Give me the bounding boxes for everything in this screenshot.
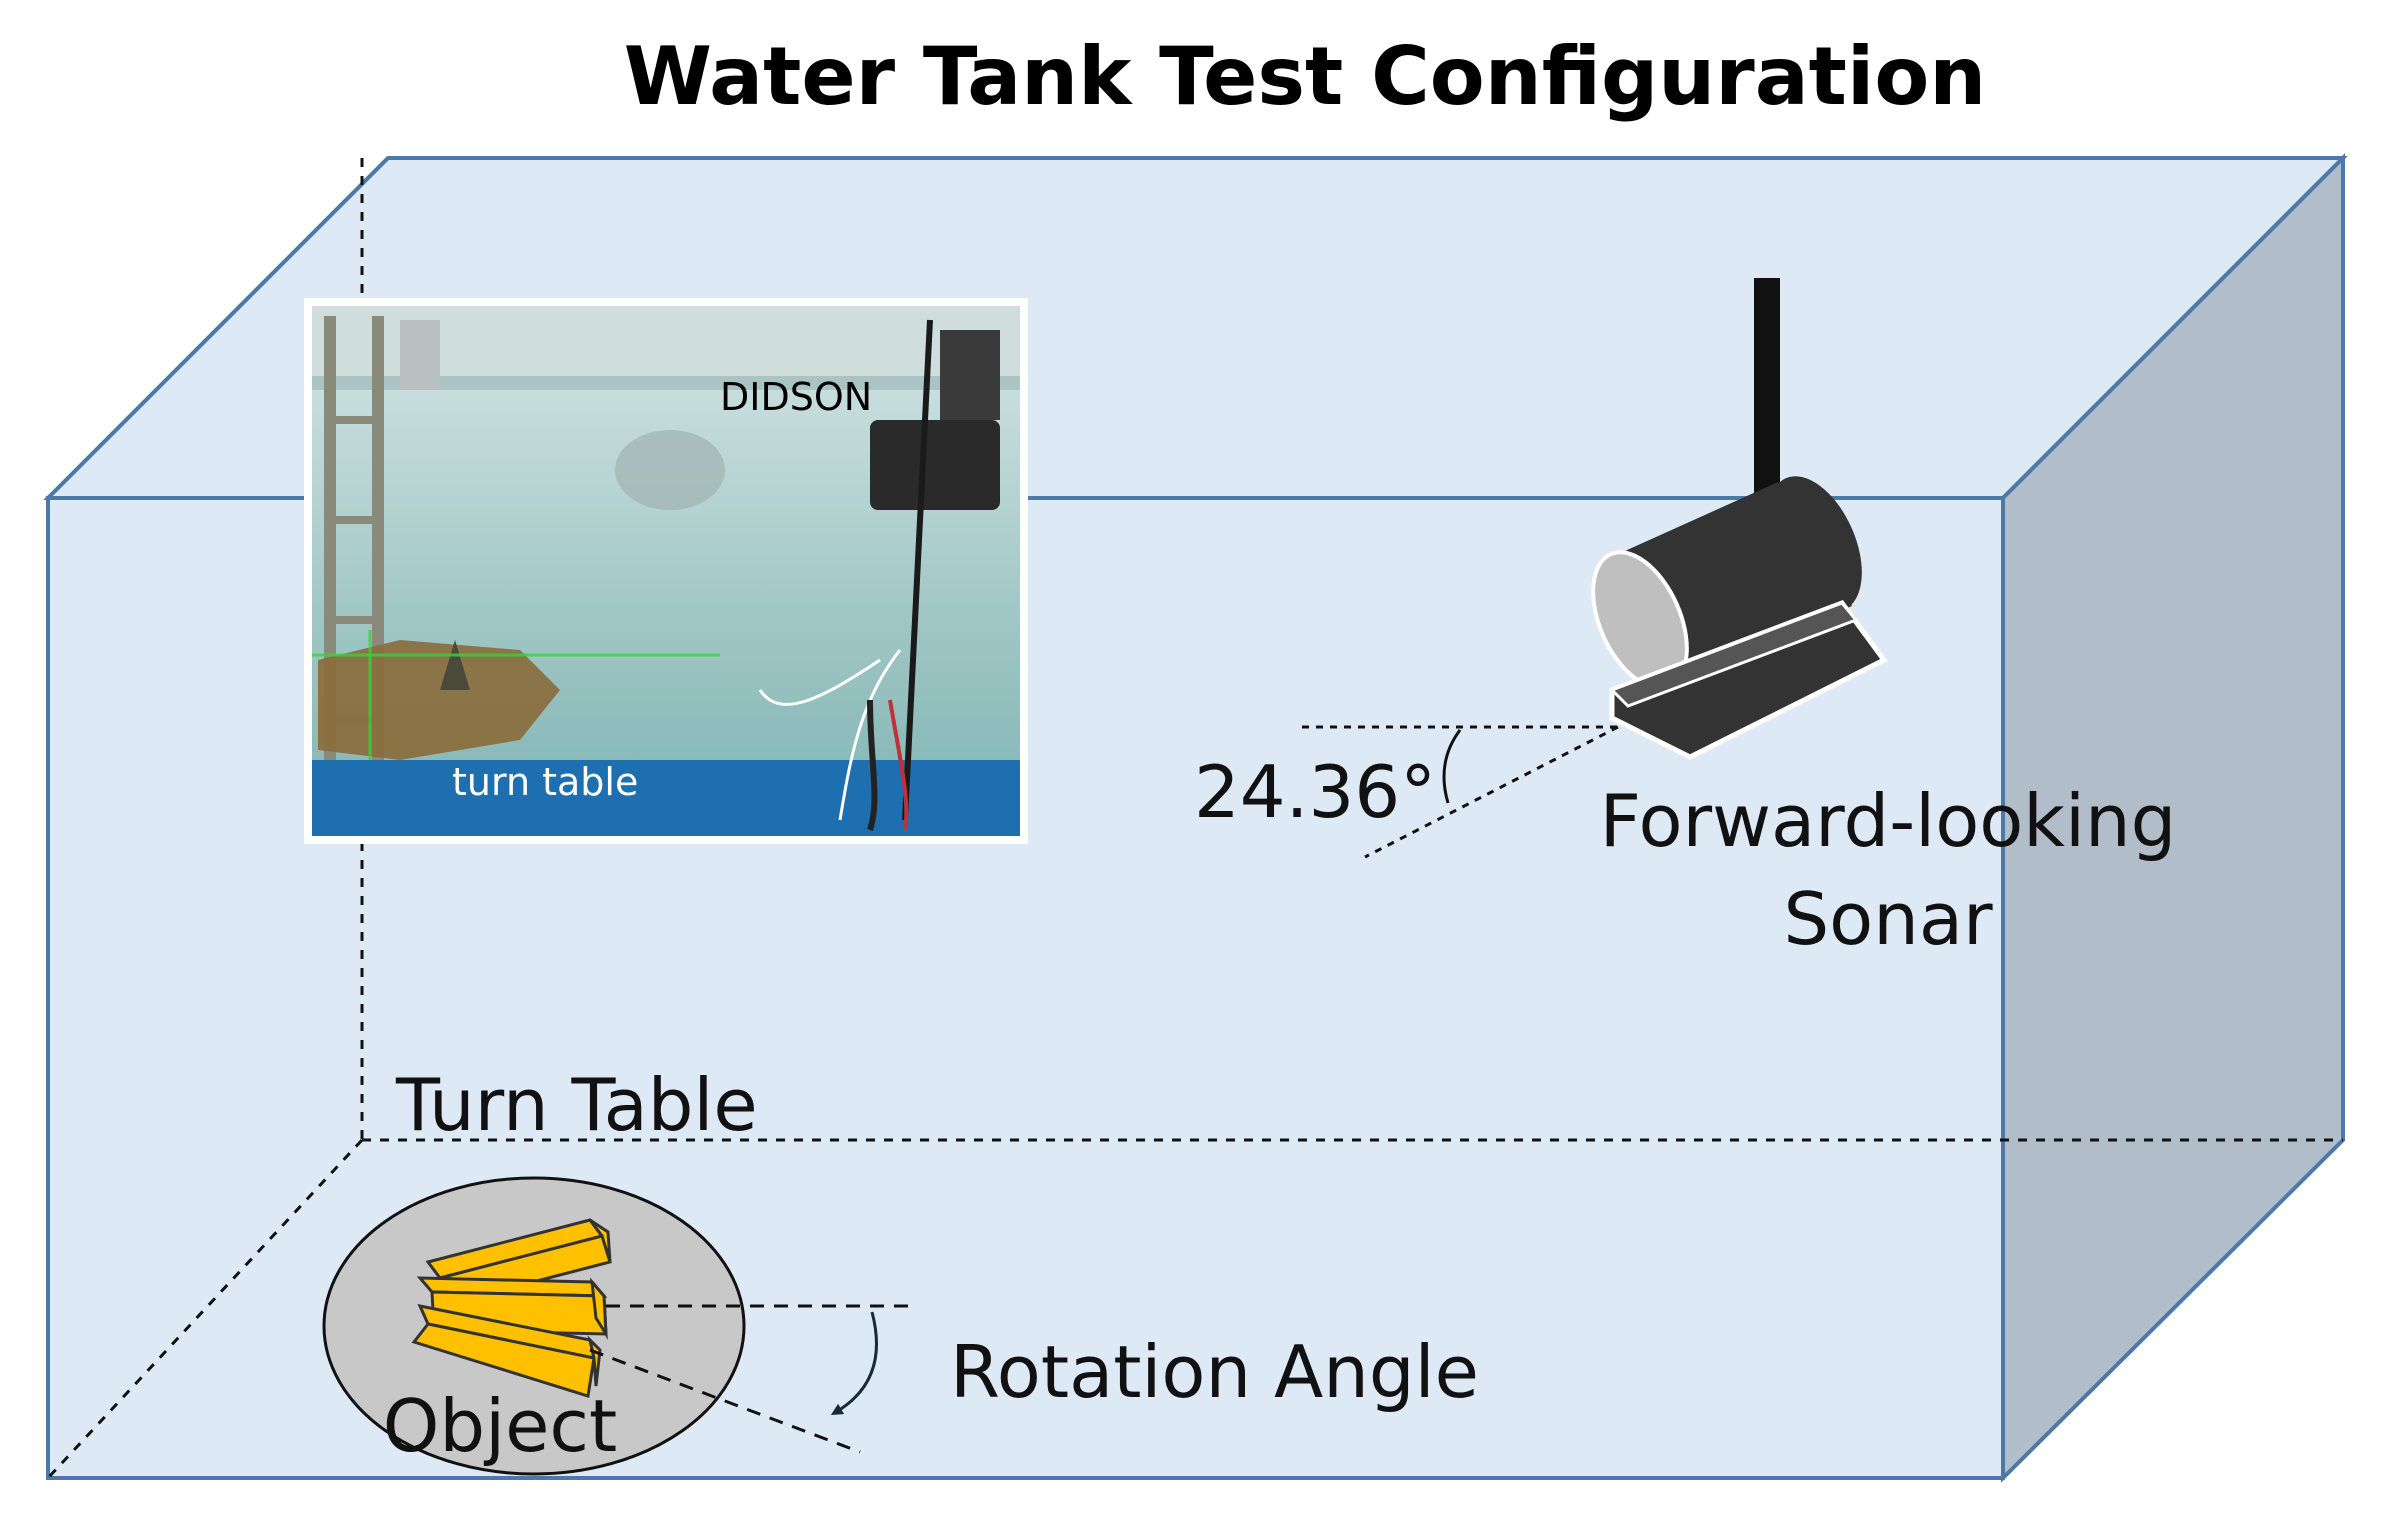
sonar-label-line1: Forward-looking xyxy=(1600,779,2177,863)
sonar-tilt-angle-label: 24.36° xyxy=(1194,750,1436,834)
object-label: Object xyxy=(383,1384,618,1468)
diagram-title: Water Tank Test Configuration xyxy=(624,30,1987,123)
photo-label-didson: DIDSON xyxy=(720,375,872,419)
rotation-angle-arrow xyxy=(830,1311,878,1416)
sonar-device-icon xyxy=(1591,278,1888,760)
sonar-angle-lines xyxy=(1302,725,1619,859)
photo-inset: DIDSON turn table xyxy=(304,298,1028,844)
turn-table-label: Turn Table xyxy=(395,1063,758,1147)
rotation-angle-lines xyxy=(589,1304,910,1454)
rotation-angle-label: Rotation Angle xyxy=(950,1330,1479,1414)
turn-table-with-object xyxy=(322,1176,746,1476)
photo-label-turn-table: turn table xyxy=(452,760,638,804)
angle-arc xyxy=(1442,729,1462,804)
yellow-bars-object-icon xyxy=(411,1218,612,1398)
sonar-label-line2: Sonar xyxy=(1783,877,1993,961)
